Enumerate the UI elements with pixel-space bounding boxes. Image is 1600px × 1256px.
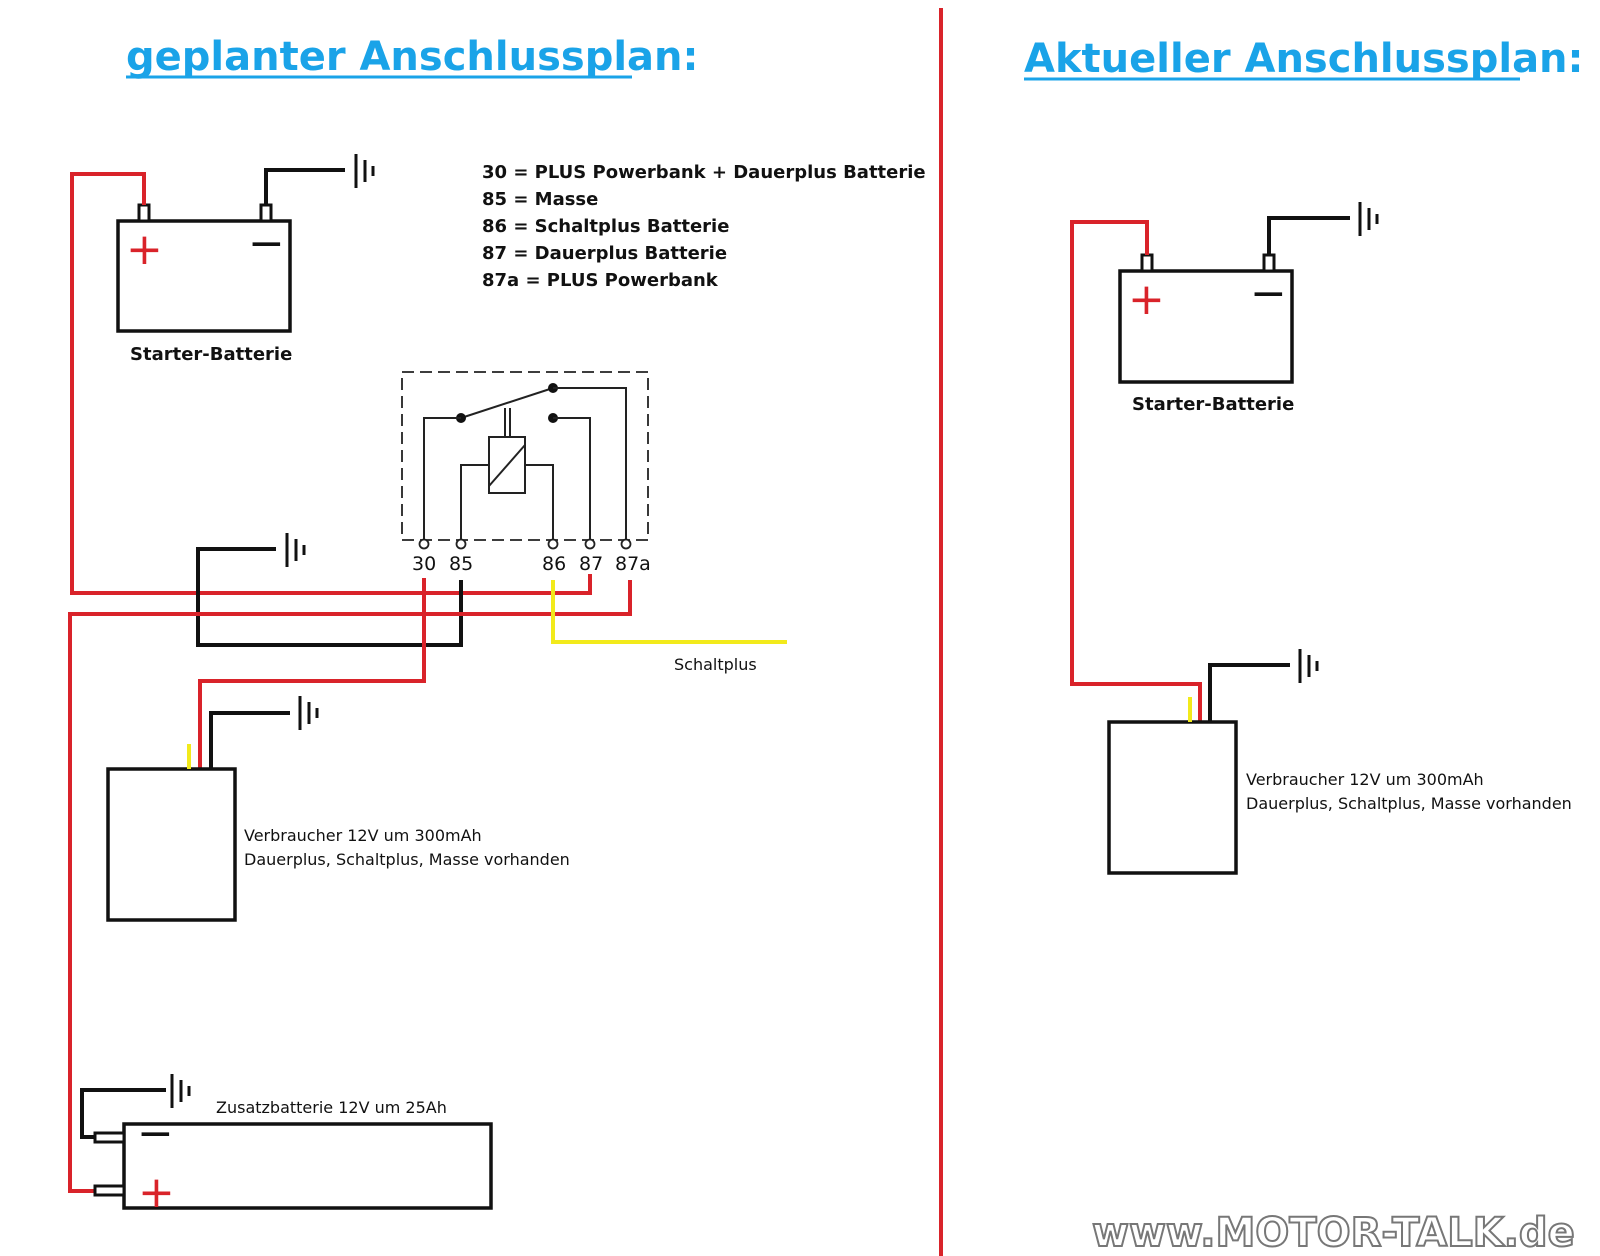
schaltplus-label: Schaltplus <box>674 655 757 674</box>
relay-internal-86 <box>525 464 554 540</box>
relay-pin-85 <box>455 538 467 550</box>
minus-icon: − <box>248 218 285 269</box>
aux-battery-minus-terminal <box>93 1131 126 1144</box>
right-starter-battery-label: Starter-Batterie <box>1132 394 1294 415</box>
relay-switch-arm <box>460 387 554 419</box>
legend-line-30: 30 = PLUS Powerbank + Dauerplus Batterie <box>482 162 926 183</box>
starter-ground-wire <box>264 168 345 205</box>
relay-pin-30 <box>418 538 430 550</box>
starter-battery-label: Starter-Batterie <box>130 344 292 365</box>
consumer-device <box>106 694 319 922</box>
relay-pin-87a <box>620 538 632 550</box>
aux-battery: − + <box>80 1072 493 1218</box>
right-consumer-ground-wire <box>1208 663 1290 722</box>
right-consumer-device <box>1107 647 1319 875</box>
relay-pin-label-87: 87 <box>579 553 603 575</box>
right-starter-ground-wire <box>1267 216 1350 255</box>
relay-internal-87a <box>553 387 627 540</box>
ground-icon <box>170 1072 191 1110</box>
relay: 30 85 86 87 87a <box>401 371 651 575</box>
consumer-label-line2: Dauerplus, Schaltplus, Masse vorhanden <box>244 850 570 869</box>
plus-icon: + <box>1128 274 1165 325</box>
relay-ground-wire-85 <box>196 547 463 647</box>
relay-coil-diagonal <box>488 444 526 487</box>
ground-icon <box>1358 200 1379 238</box>
consumer-device-body <box>106 767 237 922</box>
right-starter-battery: + − <box>1118 253 1294 384</box>
relay-internal-87 <box>553 417 591 540</box>
relay-housing <box>401 371 649 541</box>
schaltplus-wire-86 <box>551 580 787 644</box>
dauerplus-wire-87 <box>70 172 592 595</box>
ground-icon <box>298 694 319 732</box>
starter-battery-plus-terminal <box>137 203 151 223</box>
relay-pin-label-30: 30 <box>412 553 436 575</box>
right-starter-battery-body <box>1118 269 1294 384</box>
relay-pin-87 <box>584 538 596 550</box>
relay-internal-85 <box>460 464 489 540</box>
legend-line-86: 86 = Schaltplus Batterie <box>482 216 729 237</box>
relay-pin-label-86: 86 <box>542 553 566 575</box>
ground-icon <box>354 152 375 190</box>
right-starter-battery-plus-terminal <box>1140 253 1154 273</box>
powerbank-plus-wire-87a <box>68 580 632 1193</box>
minus-icon: − <box>137 1108 174 1159</box>
starter-battery: + − <box>116 203 292 333</box>
legend-line-87: 87 = Dauerplus Batterie <box>482 243 727 264</box>
ground-icon <box>1298 647 1319 685</box>
right-dauerplus-wire <box>1070 220 1202 722</box>
aux-battery-plus-terminal <box>93 1184 126 1197</box>
legend-line-87a: 87a = PLUS Powerbank <box>482 270 719 291</box>
aux-battery-body <box>122 1122 493 1210</box>
starter-battery-body <box>116 219 292 333</box>
watermark: www.MOTOR-TALK.de <box>1092 1210 1575 1256</box>
right-title: Aktueller Anschlussplan: <box>1024 36 1584 82</box>
aux-battery-label: Zusatzbatterie 12V um 25Ah <box>216 1098 447 1117</box>
relay-pin-86 <box>547 538 559 550</box>
consumer-plus-wire-30 <box>198 578 426 769</box>
plus-icon: + <box>126 224 163 275</box>
right-consumer-device-body <box>1107 720 1238 875</box>
minus-icon: − <box>1250 268 1287 319</box>
left-title: geplanter Anschlussplan: <box>126 34 699 80</box>
ground-icon <box>285 531 306 569</box>
relay-pin-label-85: 85 <box>449 553 473 575</box>
legend-line-85: 85 = Masse <box>482 189 598 210</box>
relay-pin-label-87a: 87a <box>615 553 651 575</box>
relay-internal-30 <box>423 417 461 540</box>
consumer-label-line1: Verbraucher 12V um 300mAh <box>244 826 482 845</box>
pin-legend: 30 = PLUS Powerbank + Dauerplus Batterie… <box>482 162 926 291</box>
consumer-ground-wire <box>209 711 290 769</box>
aux-battery-ground-wire <box>80 1088 166 1139</box>
right-consumer-label-line2: Dauerplus, Schaltplus, Masse vorhanden <box>1246 794 1572 813</box>
plus-icon: + <box>138 1167 175 1218</box>
right-consumer-label-line1: Verbraucher 12V um 300mAh <box>1246 770 1484 789</box>
